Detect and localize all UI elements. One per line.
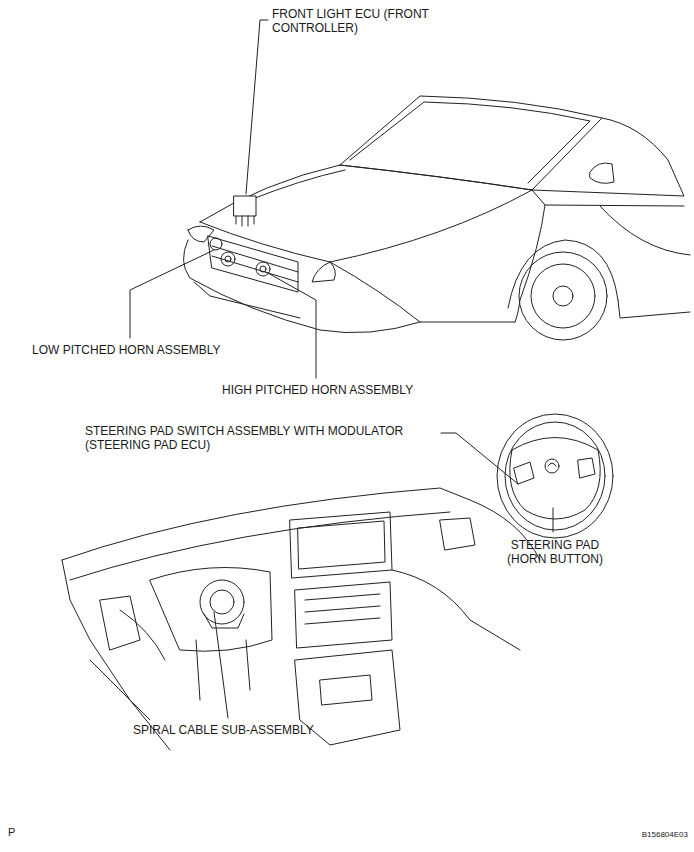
car-body-part bbox=[183, 240, 420, 333]
dashboard-part bbox=[150, 568, 272, 652]
car-body-part bbox=[532, 190, 684, 206]
dashboard-part bbox=[295, 582, 392, 648]
dashboard-part bbox=[100, 596, 140, 650]
car-body-part bbox=[590, 163, 614, 183]
dashboard-part bbox=[290, 512, 392, 578]
steering-wheel-part bbox=[548, 463, 556, 466]
steering-wheel-part bbox=[497, 414, 613, 538]
steering-wheel-part bbox=[545, 459, 559, 473]
steering-wheel-part bbox=[505, 422, 605, 530]
car-body-part bbox=[531, 264, 595, 328]
part-label: LOW PITCHED HORN ASSEMBLY bbox=[32, 343, 220, 357]
dashboard bbox=[62, 488, 540, 750]
horn-and-ecu-part bbox=[225, 256, 231, 262]
steering-wheel bbox=[497, 414, 613, 538]
dashboard-part bbox=[90, 610, 165, 720]
page-marker: P bbox=[8, 826, 15, 839]
dashboard-part bbox=[204, 614, 244, 628]
car-body-part bbox=[600, 206, 690, 255]
dashboard-part bbox=[305, 594, 380, 624]
dashboard-part bbox=[62, 488, 540, 560]
figure-number: B156804E03 bbox=[642, 830, 688, 840]
dashboard-part bbox=[392, 570, 520, 650]
horn-and-ecu-part bbox=[221, 252, 235, 266]
car-body-part bbox=[532, 118, 684, 196]
horn-and-ecu-part bbox=[256, 262, 270, 276]
car-body-part bbox=[519, 252, 607, 340]
car-body-part bbox=[188, 226, 214, 242]
car-body-part bbox=[330, 262, 515, 322]
part-label: SPIRAL CABLE SUB-ASSEMBLY bbox=[133, 723, 314, 737]
car-body bbox=[183, 96, 690, 340]
car-body-part bbox=[208, 236, 298, 292]
dashboard-part bbox=[210, 590, 234, 614]
car-body-part bbox=[312, 262, 335, 282]
car-body-part bbox=[200, 165, 532, 262]
dashboard-part bbox=[320, 675, 372, 705]
leader-lines-part bbox=[441, 433, 518, 484]
leader-lines-part bbox=[553, 508, 554, 532]
horn-and-ecu-part bbox=[260, 266, 266, 272]
car-body-part bbox=[618, 300, 690, 318]
car-body-part bbox=[553, 286, 573, 306]
leader-lines-part bbox=[130, 250, 214, 338]
horn-and-ecu-part bbox=[210, 238, 222, 250]
part-label: STEERING PAD SWITCH ASSEMBLY WITH MODULA… bbox=[85, 424, 457, 452]
car-body-part bbox=[194, 282, 300, 318]
horn-and-ecu bbox=[210, 196, 270, 276]
steering-wheel-part bbox=[510, 438, 600, 520]
dashboard-part bbox=[440, 518, 475, 550]
car-body-part bbox=[212, 246, 298, 282]
part-label: STEERING PAD (HORN BUTTON) bbox=[490, 538, 620, 566]
car-body-part bbox=[350, 102, 590, 183]
part-label: FRONT LIGHT ECU (FRONT CONTROLLER) bbox=[272, 7, 437, 35]
leader-lines bbox=[130, 20, 553, 718]
steering-wheel-part bbox=[578, 458, 595, 478]
steering-wheel-part bbox=[514, 462, 534, 484]
dashboard-part bbox=[298, 521, 385, 569]
leader-lines-part bbox=[266, 272, 316, 378]
car-body-part bbox=[340, 96, 602, 190]
dashboard-part bbox=[196, 640, 250, 700]
horn-and-ecu-part bbox=[236, 216, 254, 226]
part-label: HIGH PITCHED HORN ASSEMBLY bbox=[222, 383, 413, 397]
car-body-part bbox=[250, 170, 345, 200]
leader-lines-part bbox=[246, 20, 268, 194]
horn-and-ecu-part bbox=[234, 196, 256, 216]
dashboard-part bbox=[200, 580, 244, 624]
